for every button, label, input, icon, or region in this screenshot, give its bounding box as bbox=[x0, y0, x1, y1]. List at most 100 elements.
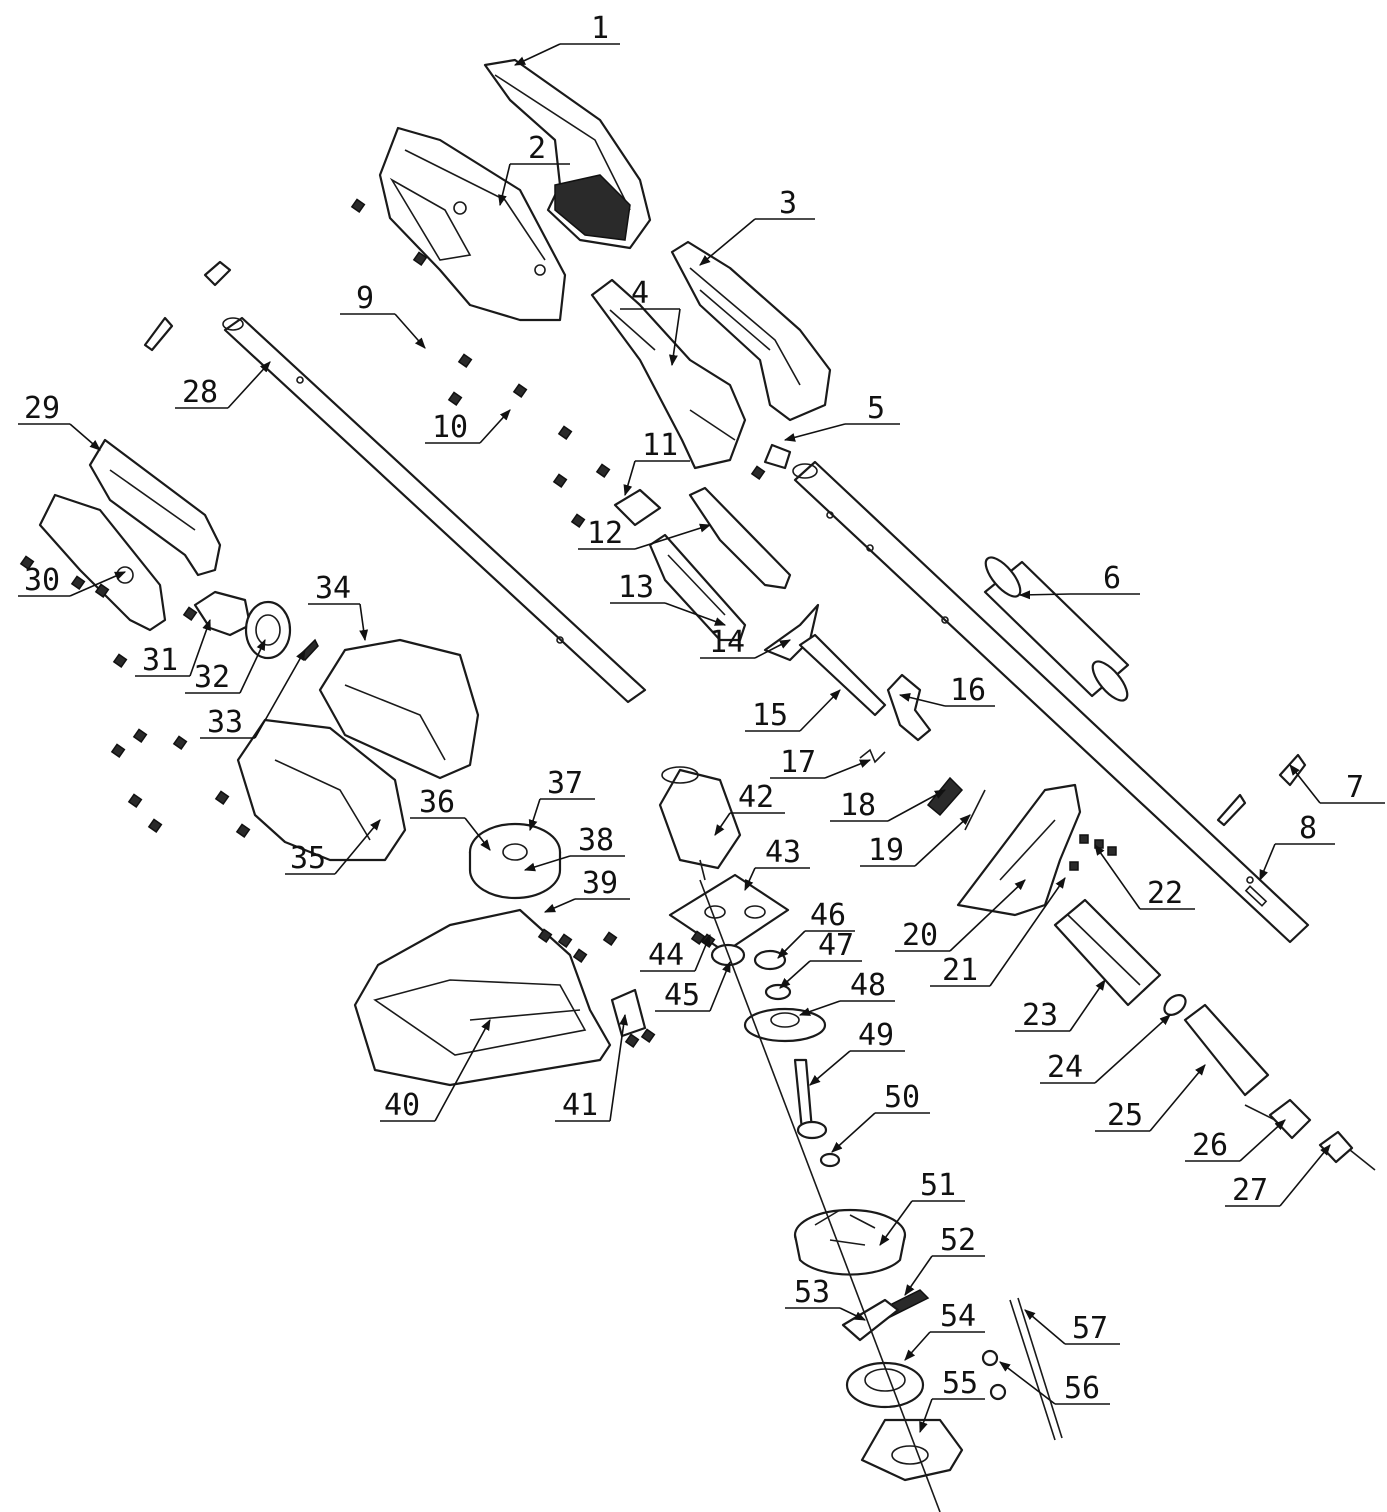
callout-8: 8 bbox=[1259, 811, 1335, 882]
rear-grip-half-30 bbox=[38, 493, 167, 632]
callout-22: 22 bbox=[1094, 844, 1195, 911]
callout-42: 42 bbox=[714, 780, 785, 836]
callout-leader bbox=[694, 933, 711, 972]
callout-leader bbox=[799, 689, 841, 732]
callout-34: 34 bbox=[308, 571, 369, 642]
callout-number: 52 bbox=[940, 1223, 976, 1258]
callout-leader bbox=[1069, 979, 1106, 1032]
callout-leader bbox=[543, 898, 576, 913]
callout-leader bbox=[189, 618, 211, 677]
screw bbox=[512, 383, 528, 399]
callout-leader bbox=[949, 879, 1026, 952]
battery-housing-shell bbox=[378, 126, 567, 322]
knob-32 bbox=[244, 600, 292, 660]
callout-36: 36 bbox=[410, 785, 491, 851]
screw bbox=[132, 728, 148, 744]
callout-number: 26 bbox=[1192, 1128, 1228, 1163]
connector-plug bbox=[1244, 1098, 1312, 1140]
callout-leader bbox=[783, 423, 846, 442]
screw bbox=[552, 473, 568, 489]
auxiliary-handle-screws bbox=[1069, 834, 1117, 871]
callout-number: 32 bbox=[194, 660, 230, 695]
callout-leader bbox=[359, 603, 369, 642]
callout-32: 32 bbox=[185, 638, 266, 695]
connector-housing bbox=[1183, 1003, 1270, 1097]
rear-grip-half-29 bbox=[88, 438, 222, 577]
rack-bar bbox=[798, 633, 887, 717]
callout-number: 40 bbox=[384, 1088, 420, 1123]
callout-leader bbox=[904, 1331, 931, 1361]
callout-19: 19 bbox=[860, 814, 971, 868]
callout-number: 22 bbox=[1147, 876, 1183, 911]
callout-number: 1 bbox=[591, 11, 609, 46]
callout-leader bbox=[1094, 1014, 1171, 1084]
callout-number: 2 bbox=[528, 131, 546, 166]
callout-46: 46 bbox=[777, 898, 855, 959]
spindle-49 bbox=[793, 1058, 828, 1140]
screw bbox=[127, 793, 143, 809]
callout-leader bbox=[1289, 764, 1321, 804]
callout-9: 9 bbox=[340, 281, 426, 349]
callout-31: 31 bbox=[135, 618, 211, 678]
handle-half-right bbox=[670, 240, 832, 422]
bearing-46 bbox=[753, 949, 787, 971]
callout-number: 19 bbox=[868, 833, 904, 868]
callout-leader bbox=[989, 877, 1066, 987]
callout-leader bbox=[904, 1255, 933, 1296]
callout-leader bbox=[839, 1307, 867, 1321]
callout-26: 26 bbox=[1185, 1119, 1286, 1163]
callout-18: 18 bbox=[830, 788, 946, 823]
callout-2: 2 bbox=[498, 131, 570, 207]
callout-number: 30 bbox=[24, 563, 60, 598]
screw bbox=[624, 1033, 640, 1049]
callout-number: 54 bbox=[940, 1299, 976, 1334]
screw bbox=[112, 653, 128, 669]
screw bbox=[750, 465, 766, 481]
trigger-frame bbox=[648, 533, 747, 642]
screw bbox=[182, 606, 198, 622]
callout-leader bbox=[714, 812, 731, 836]
callout-54: 54 bbox=[904, 1299, 985, 1361]
callout-leader bbox=[609, 1013, 629, 1122]
callout-53: 53 bbox=[785, 1275, 867, 1321]
callout-1: 1 bbox=[513, 11, 620, 66]
screw bbox=[172, 735, 188, 751]
motor-housing-half-34 bbox=[318, 638, 480, 780]
drive-gear-48 bbox=[743, 1007, 827, 1043]
callout-leader bbox=[513, 43, 561, 66]
callout-33: 33 bbox=[200, 649, 306, 740]
rivets-left bbox=[143, 260, 232, 352]
screw bbox=[412, 251, 428, 267]
screw bbox=[602, 931, 618, 947]
callout-40: 40 bbox=[380, 1019, 491, 1123]
callout-21: 21 bbox=[930, 877, 1066, 988]
callout-leader bbox=[1259, 843, 1276, 882]
callout-number: 9 bbox=[356, 281, 374, 316]
callout-number: 16 bbox=[950, 673, 986, 708]
motor-housing-half-35 bbox=[236, 718, 407, 862]
guard-40 bbox=[353, 908, 612, 1087]
screw bbox=[557, 425, 573, 441]
callout-leader bbox=[668, 308, 681, 367]
guard-plate-41 bbox=[610, 988, 647, 1038]
callout-number: 36 bbox=[419, 785, 455, 820]
spool-cover-55 bbox=[860, 1418, 964, 1482]
callout-leader bbox=[464, 817, 491, 851]
callout-number: 48 bbox=[850, 968, 886, 1003]
callout-number: 44 bbox=[648, 938, 684, 973]
callout-number: 39 bbox=[582, 866, 618, 901]
callout-number: 5 bbox=[867, 391, 885, 426]
callout-number: 55 bbox=[942, 1366, 978, 1401]
callout-number: 13 bbox=[618, 570, 654, 605]
callout-14: 14 bbox=[700, 625, 791, 660]
callout-number: 45 bbox=[664, 978, 700, 1013]
callout-leader bbox=[798, 1000, 841, 1016]
callout-56: 56 bbox=[999, 1361, 1110, 1406]
callout-leader bbox=[69, 423, 101, 451]
switch-button bbox=[763, 443, 792, 470]
screw bbox=[537, 928, 553, 944]
callout-leader bbox=[664, 602, 727, 626]
callout-25: 25 bbox=[1095, 1064, 1206, 1133]
motor-42 bbox=[658, 766, 742, 881]
callout-51: 51 bbox=[879, 1168, 965, 1246]
